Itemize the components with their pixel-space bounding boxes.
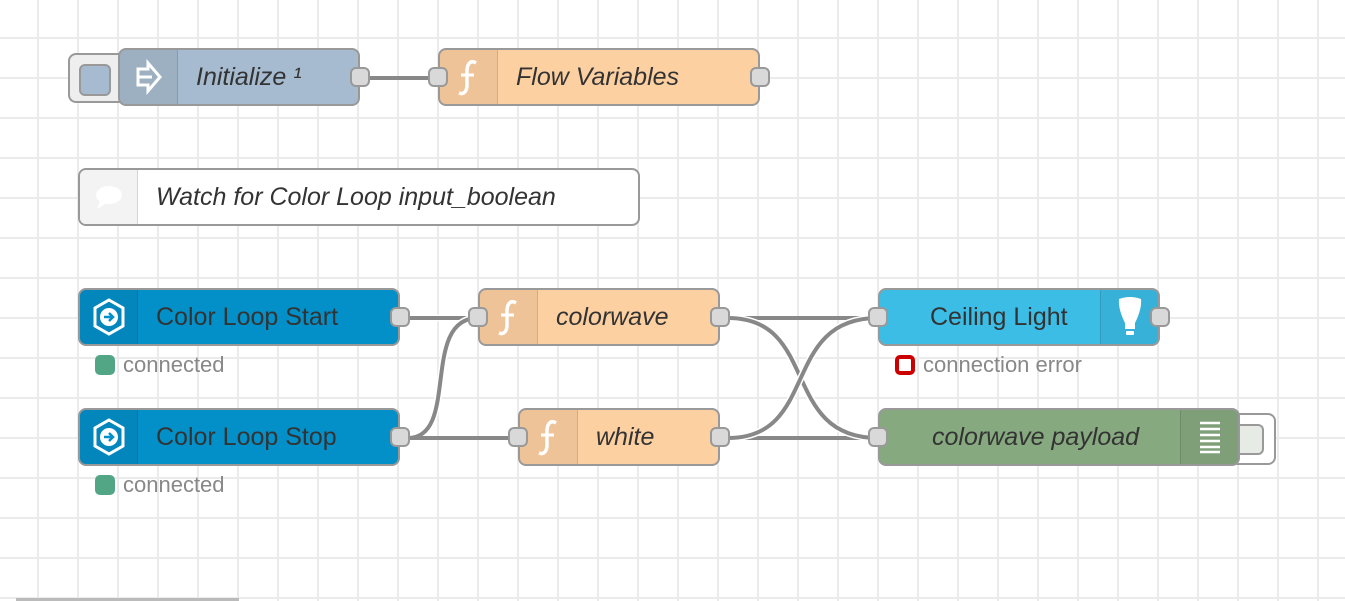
inject-button-face[interactable] bbox=[79, 64, 111, 96]
node-ceiling-light[interactable]: Ceiling Light bbox=[868, 288, 1170, 346]
node-label: colorwave payload bbox=[932, 422, 1140, 451]
node-colorwave-payload[interactable]: colorwave payload bbox=[868, 408, 1240, 466]
status-dot-icon bbox=[95, 355, 115, 375]
status-text: connected bbox=[123, 352, 225, 377]
status-color-loop-stop: connected bbox=[95, 472, 225, 498]
input-port[interactable] bbox=[508, 427, 528, 447]
wire-color-loop-stop-colorwave[interactable] bbox=[407, 316, 479, 440]
node-label: Color Loop Start bbox=[156, 302, 339, 331]
node-label: Color Loop Stop bbox=[156, 422, 337, 451]
node-label: Flow Variables bbox=[516, 62, 680, 91]
input-port[interactable] bbox=[468, 307, 488, 327]
status-ring-icon bbox=[895, 355, 915, 375]
status-ceiling-light: connection error bbox=[895, 352, 1082, 378]
node-label: colorwave bbox=[556, 302, 669, 331]
wire-white-ceiling-light[interactable] bbox=[727, 316, 879, 440]
node-label: white bbox=[596, 422, 655, 451]
input-port[interactable] bbox=[868, 427, 888, 447]
node-comment[interactable]: Watch for Color Loop input_boolean bbox=[78, 168, 640, 226]
arrow-right-icon bbox=[120, 50, 178, 104]
output-port[interactable] bbox=[710, 307, 730, 327]
status-text: connected bbox=[123, 472, 225, 497]
node-initialize[interactable]: Initialize ¹ bbox=[118, 48, 370, 106]
function-icon bbox=[480, 290, 538, 344]
status-text: connection error bbox=[923, 352, 1082, 377]
output-port[interactable] bbox=[1150, 307, 1170, 327]
horizontal-scrollbar[interactable] bbox=[16, 598, 239, 601]
light-bulb-icon bbox=[1100, 290, 1158, 344]
status-color-loop-start: connected bbox=[95, 352, 225, 378]
function-icon bbox=[520, 410, 578, 464]
comment-icon bbox=[80, 170, 138, 224]
output-port[interactable] bbox=[350, 67, 370, 87]
node-color-loop-stop[interactable]: Color Loop Stop bbox=[78, 408, 410, 466]
input-port[interactable] bbox=[868, 307, 888, 327]
node-colorwave[interactable]: colorwave bbox=[468, 288, 730, 346]
function-icon bbox=[440, 50, 498, 104]
status-dot-icon bbox=[95, 475, 115, 495]
wire-colorwave-colorwave-payload[interactable] bbox=[727, 316, 879, 440]
debug-list-icon bbox=[1180, 410, 1238, 464]
node-label: Watch for Color Loop input_boolean bbox=[156, 182, 556, 211]
node-label: Initialize ¹ bbox=[196, 62, 302, 91]
output-port[interactable] bbox=[710, 427, 730, 447]
output-port[interactable] bbox=[390, 307, 410, 327]
node-flow-variables[interactable]: Flow Variables bbox=[428, 48, 770, 106]
output-port[interactable] bbox=[750, 67, 770, 87]
node-label: Ceiling Light bbox=[930, 302, 1068, 331]
output-port[interactable] bbox=[390, 427, 410, 447]
input-port[interactable] bbox=[428, 67, 448, 87]
home-assistant-icon bbox=[80, 290, 138, 344]
node-color-loop-start[interactable]: Color Loop Start bbox=[78, 288, 410, 346]
node-white[interactable]: white bbox=[508, 408, 730, 466]
home-assistant-icon bbox=[80, 410, 138, 464]
